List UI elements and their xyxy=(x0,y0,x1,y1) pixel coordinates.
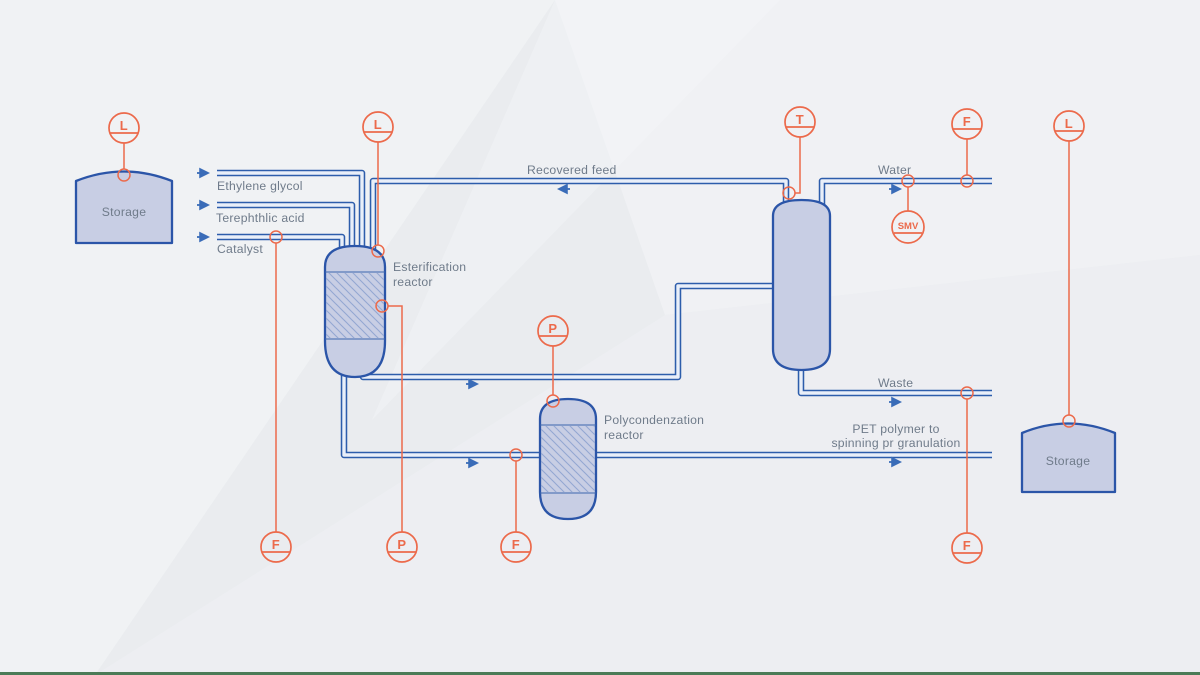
flow-indicator-icon xyxy=(951,108,983,140)
tap-column-top-icon xyxy=(782,186,796,200)
instrument-flow-waste: F xyxy=(951,532,983,564)
instrument-level-reactor: L xyxy=(362,111,394,143)
instrument-letter: P xyxy=(548,321,557,336)
equipment xyxy=(74,170,1117,521)
instrument-letter: SMV xyxy=(898,221,919,232)
labels: Ethylene glycol Terephthlic acid Catalys… xyxy=(102,163,1090,468)
label-storage-left: Storage xyxy=(102,205,146,219)
level-indicator-icon xyxy=(1053,110,1085,142)
instrument-letter: P xyxy=(397,537,406,552)
tap-transfer-icon xyxy=(509,448,523,462)
tap-poly-top-icon xyxy=(546,394,560,408)
flow-arrows xyxy=(197,167,903,469)
label-polycondensation-2: reactor xyxy=(604,428,644,442)
tap-reactor-side-icon xyxy=(375,299,389,313)
tap-storage-left-icon xyxy=(117,168,131,182)
tap-storage-right-icon xyxy=(1062,414,1076,428)
tap-water-flow-icon xyxy=(960,174,974,188)
label-catalyst: Catalyst xyxy=(217,242,263,256)
valve-indicator-icon xyxy=(891,210,925,244)
instrument-lines xyxy=(123,137,1070,533)
nozzle-taps xyxy=(117,168,1076,462)
label-storage-right: Storage xyxy=(1046,454,1090,468)
label-waste: Waste xyxy=(878,376,913,390)
tap-reactor-top-icon xyxy=(371,244,385,258)
signal-line-column-temperature xyxy=(795,137,801,194)
instrument-letter: F xyxy=(963,538,971,553)
label-pet-line1: PET polymer to xyxy=(852,422,939,436)
esterification-reactor-packing xyxy=(326,273,384,338)
label-pet-line2: spinning pr granulation xyxy=(831,436,960,450)
instrument-flow-catalyst: F xyxy=(260,531,292,563)
instrument-letter: L xyxy=(1065,116,1073,131)
instrument-letter: L xyxy=(374,117,382,132)
tap-catalyst-icon xyxy=(269,230,283,244)
instrument-letter: L xyxy=(120,118,128,133)
level-indicator-icon xyxy=(362,111,394,143)
flow-indicator-icon xyxy=(260,531,292,563)
label-recovered-feed: Recovered feed xyxy=(527,163,617,177)
temperature-indicator-icon xyxy=(784,106,816,138)
instrument-bubbles: L L P T F SMV L xyxy=(108,106,1085,564)
level-indicator-icon xyxy=(108,112,140,144)
pressure-indicator-icon xyxy=(537,315,569,347)
instrument-pressure-poly: P xyxy=(537,315,569,347)
instrument-letter: F xyxy=(272,537,280,552)
instrument-level-right: L xyxy=(1053,110,1085,142)
tap-waste-icon xyxy=(960,386,974,400)
instrument-flow-water: F xyxy=(951,108,983,140)
instrument-level-left: L xyxy=(108,112,140,144)
flow-indicator-icon xyxy=(951,532,983,564)
instrument-flow-transfer: F xyxy=(500,531,532,563)
label-esterification-2: reactor xyxy=(393,275,433,289)
tap-smv-icon xyxy=(901,174,915,188)
instrument-pressure-reactor: P xyxy=(386,531,418,563)
instrument-letter: F xyxy=(512,537,520,552)
label-water: Water xyxy=(878,163,911,177)
label-esterification-1: Esterification xyxy=(393,260,466,274)
storage-tank-right xyxy=(1020,422,1117,494)
instrument-letter: F xyxy=(963,114,971,129)
label-terephthlic-acid: Terephthlic acid xyxy=(216,211,305,225)
polycondensation-reactor-packing xyxy=(541,426,595,492)
label-polycondensation-1: Polycondenzation xyxy=(604,413,704,427)
label-ethylene-glycol: Ethylene glycol xyxy=(217,179,303,193)
distillation-column xyxy=(771,198,832,372)
footer-strip xyxy=(0,672,1200,675)
pressure-indicator-icon xyxy=(386,531,418,563)
instrument-temperature-column: T xyxy=(784,106,816,138)
signal-line-reactor-pressure xyxy=(388,305,403,532)
instrument-letter: T xyxy=(796,112,804,127)
flow-indicator-icon xyxy=(500,531,532,563)
instrument-smv-valve: SMV xyxy=(891,210,925,244)
